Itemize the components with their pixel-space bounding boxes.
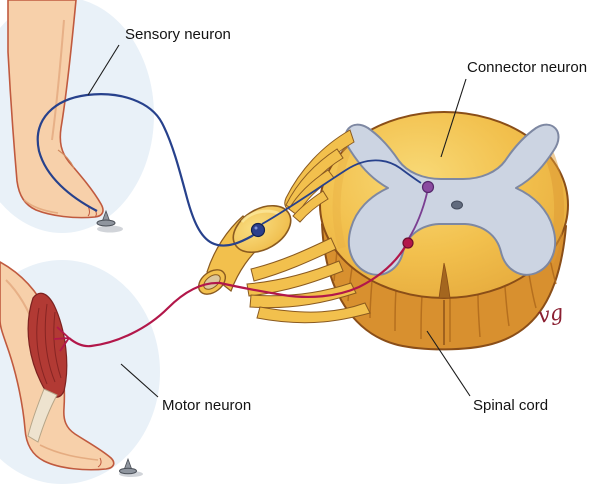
muscle-fiber-line xyxy=(44,303,56,383)
tack-head xyxy=(96,219,116,227)
spinal-cord-section xyxy=(319,111,569,351)
foot-shading-line xyxy=(39,444,99,461)
label-motor-neuron: Motor neuron xyxy=(162,397,251,414)
groove-line xyxy=(528,273,537,309)
groove-line xyxy=(369,280,373,319)
sensory-soma-highlight xyxy=(254,226,258,230)
groove-line xyxy=(504,286,510,327)
muscle-fiber-line xyxy=(53,311,62,379)
motor-pointer-line xyxy=(120,363,159,398)
ventral-rootlet xyxy=(250,237,337,282)
muscle-fiber-line xyxy=(36,307,48,385)
anterior-median-fissure xyxy=(438,262,451,299)
neuron-pathways xyxy=(36,93,435,352)
ankle-crease-line xyxy=(57,149,75,169)
tack-head xyxy=(119,467,137,475)
lower-leg xyxy=(0,261,115,471)
cord-face-shading-left xyxy=(332,138,356,250)
ventral-root-fan xyxy=(246,237,371,324)
tack-upper xyxy=(96,209,123,233)
gray-matter-butterfly xyxy=(344,123,560,276)
sensory-neuron-fiber xyxy=(36,93,259,247)
connector-pointer-line xyxy=(440,78,467,158)
connector-soma xyxy=(421,180,435,194)
nerve-cut-end xyxy=(197,269,227,295)
toe-line xyxy=(97,457,102,468)
labels: Sensory neuron Connector neuron Motor ne… xyxy=(87,26,587,414)
motor-soma xyxy=(402,237,414,249)
groove-line xyxy=(420,295,423,340)
motor-end-branch xyxy=(53,337,70,340)
shin-shading-line xyxy=(51,19,65,141)
central-canal xyxy=(451,200,463,210)
connector-neuron-fiber xyxy=(408,192,428,239)
dorsal-rootlet xyxy=(292,190,329,223)
nerve-tube-inner xyxy=(203,274,221,290)
sensory-soma xyxy=(250,222,266,238)
upper-leg xyxy=(7,0,104,219)
tack-lower xyxy=(119,457,143,477)
groove-line xyxy=(477,294,481,338)
label-spinal-cord: Spinal cord xyxy=(473,397,548,414)
motor-end-branches xyxy=(53,326,70,352)
sensory-pointer-line xyxy=(87,44,120,96)
label-sensory-neuron: Sensory neuron xyxy=(125,26,231,43)
groove-line xyxy=(394,289,397,332)
achilles-tendon xyxy=(27,388,58,443)
ventral-rootlet xyxy=(256,302,371,324)
spinal-cord-pointer-line xyxy=(426,330,471,397)
heel-shading-line xyxy=(23,199,59,214)
tack-shadow xyxy=(97,225,123,233)
ganglion-highlight xyxy=(240,209,281,224)
motor-end-branch xyxy=(56,326,70,339)
label-connector-neuron: Connector neuron xyxy=(467,59,587,76)
ventral-rootlet xyxy=(246,260,344,297)
artist-signature: vg xyxy=(536,300,565,328)
motor-end-branch xyxy=(59,337,70,352)
ventral-rootlet xyxy=(249,282,357,309)
sensory-central-branch xyxy=(261,159,422,225)
motor-neuron-fiber xyxy=(68,246,406,348)
